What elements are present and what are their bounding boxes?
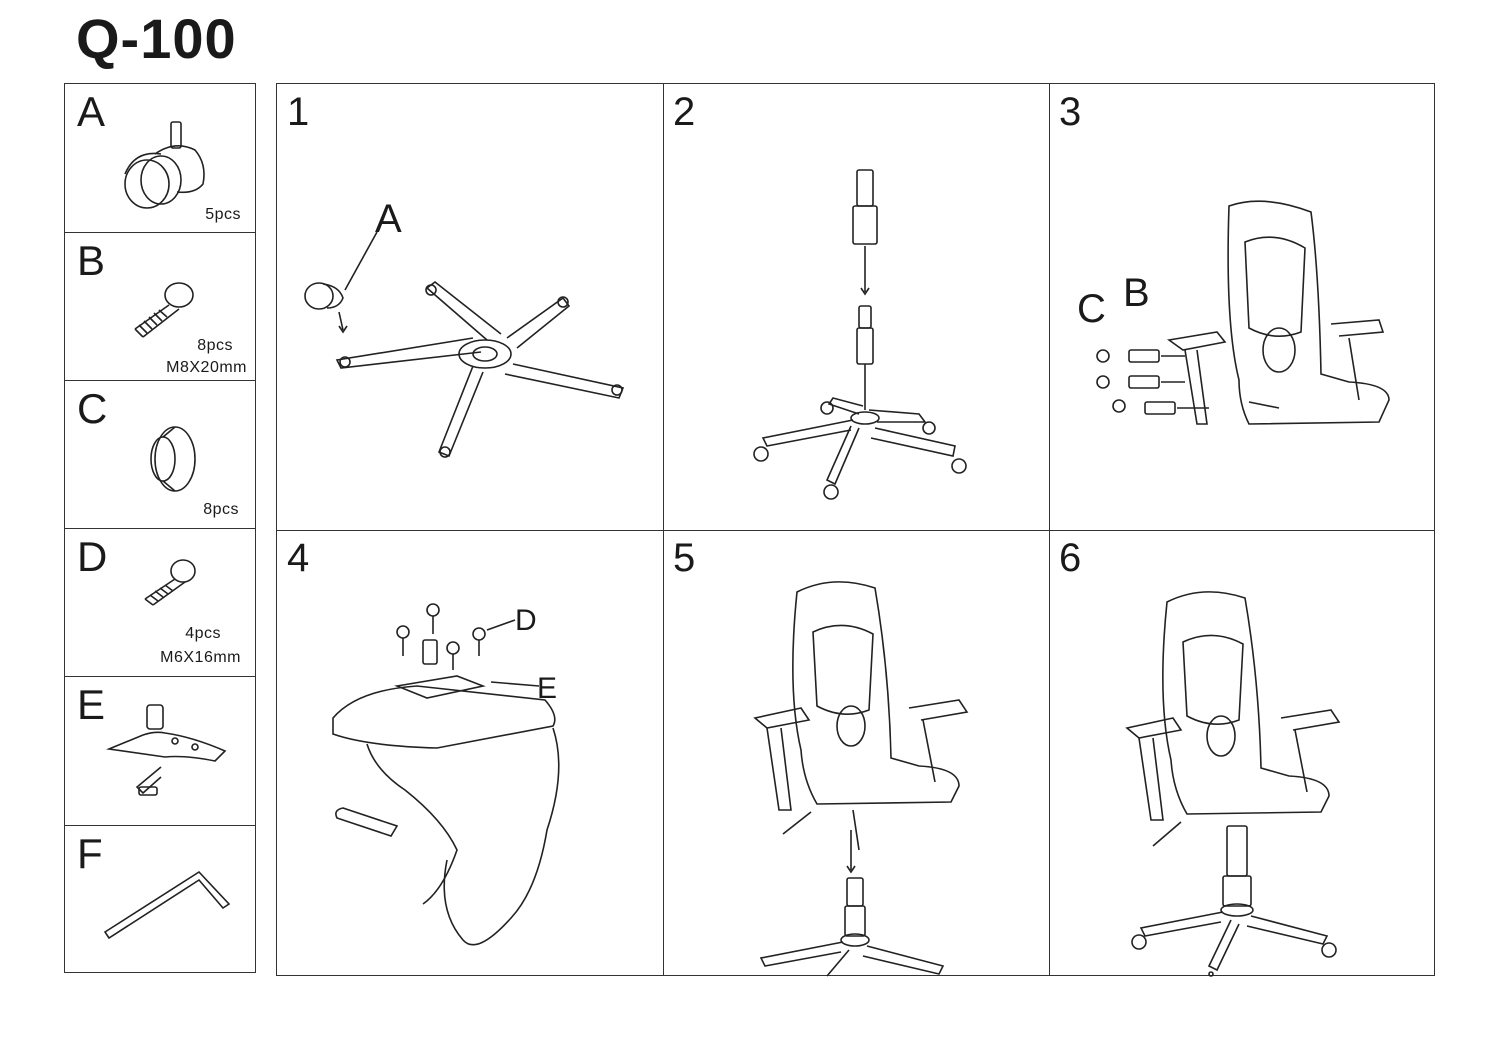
step-4-callout-d: D [515,604,537,637]
page-title: Q-100 [76,7,237,70]
step-1-callout-a: A [375,197,402,241]
bolt-icon [134,282,194,338]
part-size: M6X16mm [160,649,241,666]
step-3-callout-c: C [1077,287,1106,331]
part-d: D 4pcs M6X16mm [65,529,255,677]
caster-wheel-icon [124,121,205,209]
step-4: 4 D E [277,530,663,977]
part-size: M8X20mm [166,359,247,376]
step-4-callout-e: E [537,672,557,705]
step-1: 1 A [277,84,663,530]
step-6: 6 [1049,530,1436,977]
step-3: 3 C [1049,84,1436,530]
assembled-chair-illustration [1125,591,1341,977]
part-letter: B [77,237,106,284]
part-a: A 5pcs [65,84,255,233]
part-quantity: 4pcs [185,625,221,642]
part-letter: F [77,830,103,877]
step-number: 3 [1059,90,1082,134]
step-number: 6 [1059,536,1082,580]
gas-lift-insertion-illustration [753,169,967,500]
parts-list: A 5pcs B 8pcs M8X20mm C [64,83,256,973]
step-number: 5 [673,536,696,580]
part-letter: E [77,681,106,728]
step-2: 2 [663,84,1049,530]
screw-icon [144,559,196,606]
part-quantity: 5pcs [205,206,241,223]
part-letter: C [77,385,108,432]
step-number: 2 [673,90,696,134]
grid-divider [277,530,1434,531]
step-5: 5 [663,530,1049,977]
washer-icon [150,426,196,492]
step-3-callout-b: B [1123,271,1150,315]
part-quantity: 8pcs [203,501,239,518]
part-quantity: 8pcs [197,337,233,354]
step-number: 4 [287,536,310,580]
part-letter: A [77,88,106,135]
grid-divider [663,84,664,975]
tilt-mechanism-icon [105,704,227,796]
part-c: C 8pcs [65,381,255,529]
part-e: E [65,677,255,826]
part-letter: D [77,533,108,580]
step-number: 1 [287,90,310,134]
armrest-attachment-illustration: C B [1077,200,1390,425]
seat-mechanism-attachment-illustration: D E [332,603,560,946]
grid-divider [1049,84,1050,975]
base-with-casters-illustration: A [304,197,625,458]
part-f: F [65,826,255,974]
seat-onto-base-illustration [753,581,969,977]
part-b: B 8pcs M8X20mm [65,233,255,381]
assembly-steps: 1 A [276,83,1436,977]
allen-key-icon [103,870,231,940]
